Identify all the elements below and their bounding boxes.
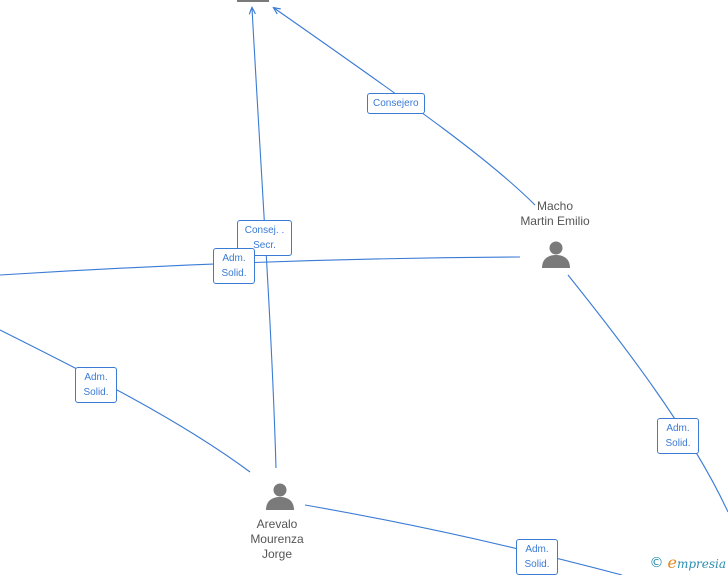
copyright-icon: © xyxy=(649,554,664,571)
edge-label-consej-secr[interactable]: Consej. . Secr. xyxy=(237,220,292,256)
edge-left-to-macho xyxy=(0,256,521,276)
person-name-line: Mourenza xyxy=(250,532,304,546)
company-node-icon[interactable] xyxy=(237,0,269,2)
edge-label-consejero[interactable]: Consejero xyxy=(367,93,425,114)
brand-logo: empresia xyxy=(667,553,726,572)
person-icon[interactable] xyxy=(266,483,294,511)
edge-label-text: Adm. xyxy=(84,372,108,383)
edge-label-text: Solid. xyxy=(665,438,691,449)
edge-macho-to-right xyxy=(567,274,728,513)
edge-label-adm-solid-center[interactable]: Adm. Solid. xyxy=(213,248,255,284)
edge-label-text: Consejero xyxy=(373,98,419,109)
person-name-arevalo[interactable]: Arevalo Mourenza Jorge xyxy=(227,517,327,562)
edge-left-to-arevalo xyxy=(0,329,251,473)
brand-watermark: © empresia xyxy=(649,553,726,572)
edge-label-adm-solid-left[interactable]: Adm. Solid. xyxy=(75,367,117,403)
person-name-line: Martin Emilio xyxy=(520,214,590,228)
person-icon[interactable] xyxy=(542,241,570,269)
edge-label-text: Consej. . xyxy=(244,225,285,236)
edge-label-text: Solid. xyxy=(83,387,109,398)
person-name-line: Jorge xyxy=(261,547,293,561)
brand-initial: e xyxy=(667,553,677,572)
edge-label-text: Adm. xyxy=(525,544,549,555)
edge-label-text: Solid. xyxy=(221,268,247,279)
edge-label-text: Secr. xyxy=(253,240,276,251)
edge-label-text: Solid. xyxy=(524,559,550,570)
person-name-line: Macho xyxy=(536,199,574,213)
person-name-line: Arevalo xyxy=(256,517,298,531)
edge-label-text: Adm. xyxy=(666,423,690,434)
edge-label-adm-solid-right[interactable]: Adm. Solid. xyxy=(657,418,699,454)
edge-label-adm-solid-bottom[interactable]: Adm. Solid. xyxy=(516,539,558,575)
brand-rest: mpresia xyxy=(676,557,726,571)
edge-macho-to-top xyxy=(274,8,536,206)
person-name-macho[interactable]: Macho Martin Emilio xyxy=(505,199,605,229)
edge-arevalo-to-bottom-right xyxy=(304,504,623,575)
edge-label-text: Adm. xyxy=(222,253,246,264)
